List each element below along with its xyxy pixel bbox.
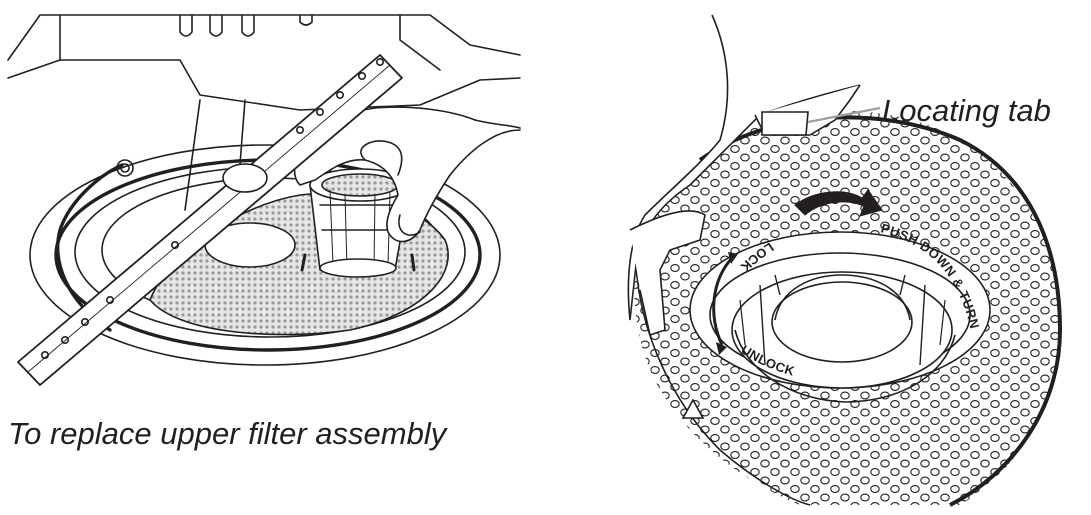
lock-unlock-arrow	[712, 256, 734, 346]
upper-filter-basket	[300, 168, 416, 278]
locating-tab-callout: Locating tab	[882, 93, 1051, 128]
hand	[293, 106, 521, 243]
triangle-icon	[681, 398, 705, 419]
heating-element	[56, 163, 124, 332]
callout-leader	[807, 106, 881, 124]
locating-tab	[761, 111, 809, 136]
rack-outline	[7, 14, 521, 61]
filter-ring	[689, 231, 991, 403]
left-figure	[7, 14, 521, 386]
tub-outer-ring	[29, 144, 501, 366]
spray-arm	[17, 54, 403, 386]
left-caption: To replace upper filter assembly	[8, 416, 449, 451]
right-figure: PUSH DOWN & TURN LOCK UNLOCK	[627, 14, 1063, 507]
turn-arrow	[794, 189, 883, 217]
